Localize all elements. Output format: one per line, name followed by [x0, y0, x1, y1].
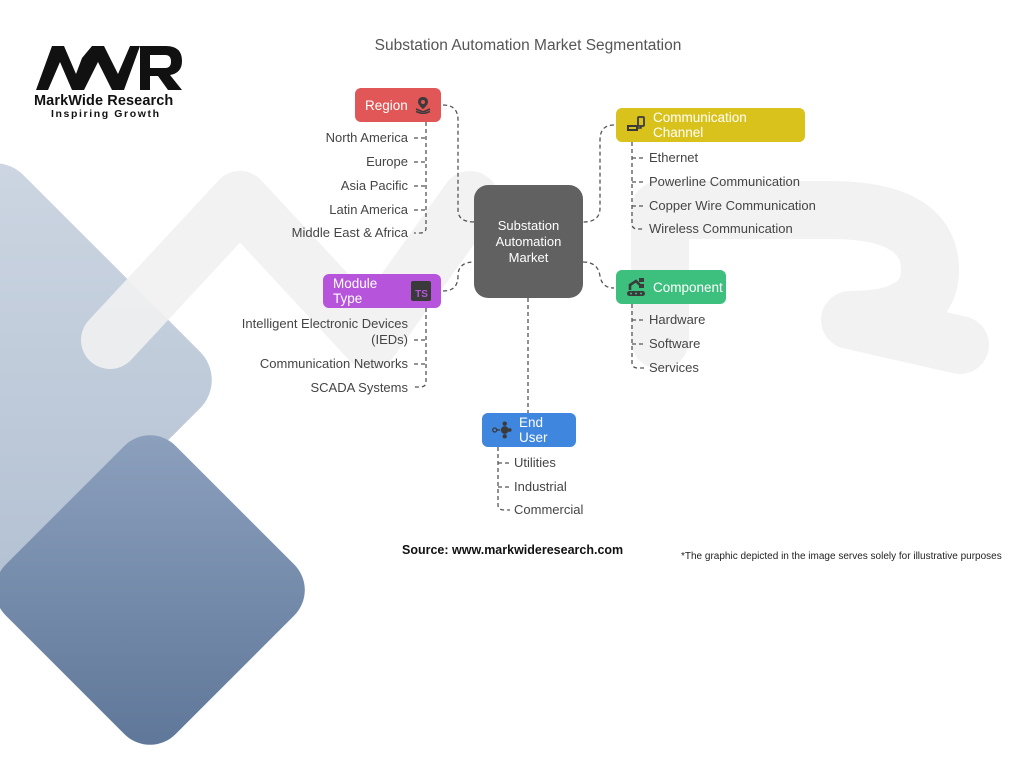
list-item: Communication Networks	[259, 356, 408, 371]
list-item: Ethernet	[649, 150, 699, 165]
branch-comm	[631, 142, 644, 230]
list-item: Services	[649, 360, 699, 375]
list-item: Asia Pacific	[340, 178, 408, 193]
svg-text:TS: TS	[415, 289, 428, 300]
ts-badge-icon: TS	[411, 281, 431, 301]
robot-arm-icon	[626, 277, 646, 297]
link-module	[442, 261, 475, 292]
list-item: Intelligent Electronic Devices	[241, 316, 408, 331]
connector-lines	[414, 104, 644, 511]
list-item: SCADA Systems	[310, 380, 408, 395]
source-credit: Source: www.markwideresearch.com	[402, 543, 624, 557]
branch-module	[414, 308, 427, 388]
list-item: Commercial	[514, 502, 584, 517]
list-item: Industrial	[514, 479, 567, 494]
network-device-icon	[626, 115, 646, 135]
segment-label: Module Type	[333, 276, 378, 306]
segment-region: Region	[355, 88, 441, 122]
segment-module-type: Module Type TS	[323, 274, 441, 308]
list-item: North America	[325, 130, 408, 145]
list-item: Hardware	[649, 312, 706, 327]
list-item: Utilities	[514, 455, 556, 470]
list-item: (IEDs)	[371, 332, 408, 347]
segment-label: End User	[519, 415, 548, 445]
list-item: Europe	[366, 154, 408, 169]
mwr-logo-icon	[36, 46, 182, 90]
disclaimer-note: *The graphic depicted in the image serve…	[681, 551, 1002, 562]
branch-region	[414, 122, 427, 234]
hub-icon	[492, 420, 512, 440]
link-component	[582, 261, 615, 289]
link-comm	[582, 124, 615, 223]
diagram-title: Substation Automation Market Segmentatio…	[374, 37, 682, 54]
list-item: Middle East & Africa	[291, 225, 408, 240]
list-item: Software	[649, 336, 701, 351]
segment-label: Region	[365, 97, 408, 113]
brand-tagline: Inspiring Growth	[51, 108, 161, 120]
segment-label: Communication Channel	[653, 110, 747, 140]
segment-component: Component	[616, 270, 726, 304]
watermark-logo	[81, 171, 989, 374]
brand-logo	[34, 40, 194, 95]
list-item: Latin America	[329, 202, 408, 217]
map-pin-icon	[415, 95, 431, 115]
segment-end-user: End User	[482, 413, 576, 447]
brand-name: MarkWide Research	[34, 93, 174, 109]
segment-communication-channel: Communication Channel	[616, 108, 805, 142]
branch-component	[631, 304, 644, 369]
branch-enduser	[497, 447, 510, 511]
list-item: Copper Wire Communication	[649, 198, 816, 213]
link-region	[442, 104, 475, 223]
list-item: Powerline Communication	[649, 174, 801, 189]
list-item: Wireless Communication	[649, 221, 793, 236]
segment-label: Component	[653, 279, 723, 295]
